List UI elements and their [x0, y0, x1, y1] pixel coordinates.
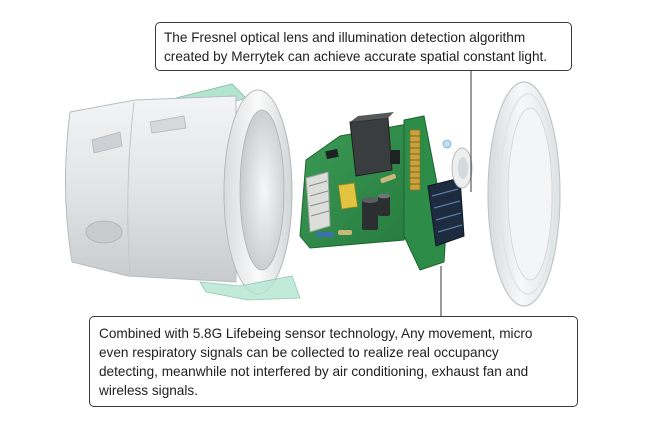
housing-bore	[239, 109, 285, 271]
terminal-connector	[305, 171, 331, 233]
callout-bottom-line-3: detecting, meanwhile not interfered by a…	[99, 364, 529, 379]
relay	[349, 117, 393, 177]
capacitor-large	[362, 197, 378, 230]
callout-top-line-1: The Fresnel optical lens and illuminatio…	[164, 30, 526, 45]
capacitor-small	[378, 193, 390, 216]
callout-bottom-line-2: even respiratory signals can be collecte…	[99, 345, 499, 360]
callout-fresnel-lens: The Fresnel optical lens and illuminatio…	[155, 22, 572, 71]
callout-bottom-line-1: Combined with 5.8G Lifebeing sensor tech…	[99, 326, 533, 341]
callout-bottom-line-4: wireless signals.	[99, 383, 198, 398]
housing	[64, 83, 301, 301]
spring-clip-bottom	[199, 275, 301, 301]
callout-top-line-2: created by Merrytek can achieve accurate…	[164, 49, 548, 64]
fresnel-lens	[442, 139, 473, 189]
pcb-assembly	[299, 112, 473, 271]
callout-radar-sensor: Combined with 5.8G Lifebeing sensor tech…	[89, 316, 578, 407]
front-cover	[487, 81, 561, 307]
housing-side-hole	[85, 220, 123, 244]
yellow-capacitor	[337, 182, 359, 210]
resistors	[316, 173, 396, 237]
